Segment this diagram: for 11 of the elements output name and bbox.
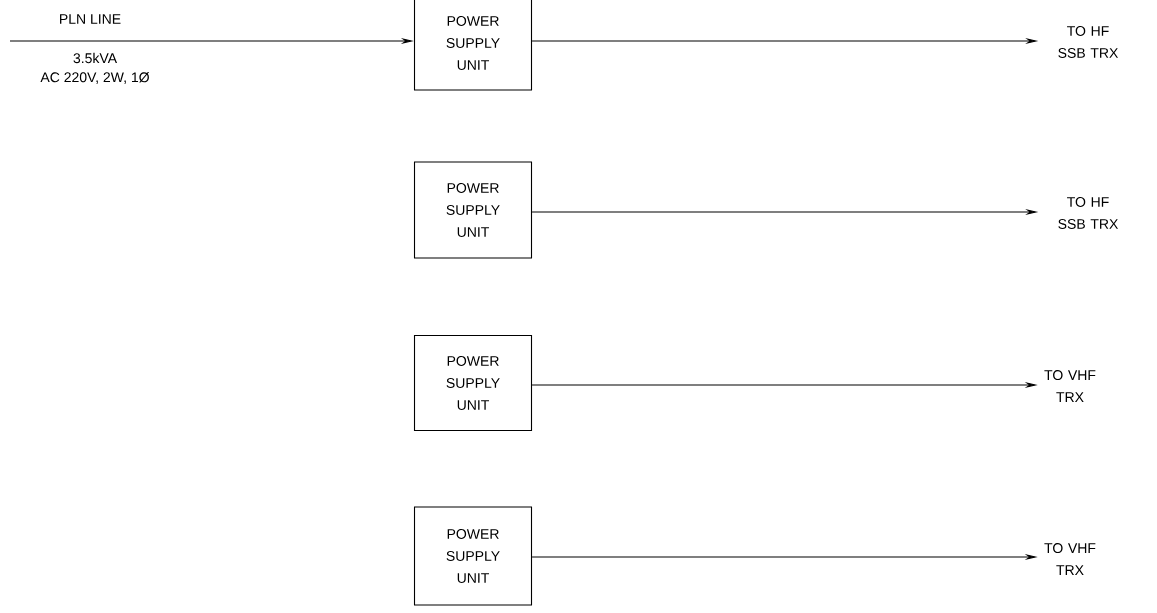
process-box: POWER SUPPLY UNIT	[413, 161, 533, 259]
process-box: POWER SUPPLY UNIT	[413, 334, 533, 432]
process-box: POWER SUPPLY UNIT	[413, 0, 533, 91]
rating-label: 3.5kVA	[73, 52, 118, 64]
target-label: TO HF SSB TRX	[1058, 26, 1119, 58]
edge-label: PLN LINE	[57, 13, 123, 25]
rating-label: AC 220V, 2W, 1Ø	[40, 72, 150, 84]
target-label: TO HF SSB TRX	[1058, 197, 1119, 229]
target-label: TO VHF TRX	[1044, 370, 1096, 402]
target-label: TO VHF TRX	[1044, 543, 1096, 575]
process-box: POWER SUPPLY UNIT	[413, 506, 533, 606]
